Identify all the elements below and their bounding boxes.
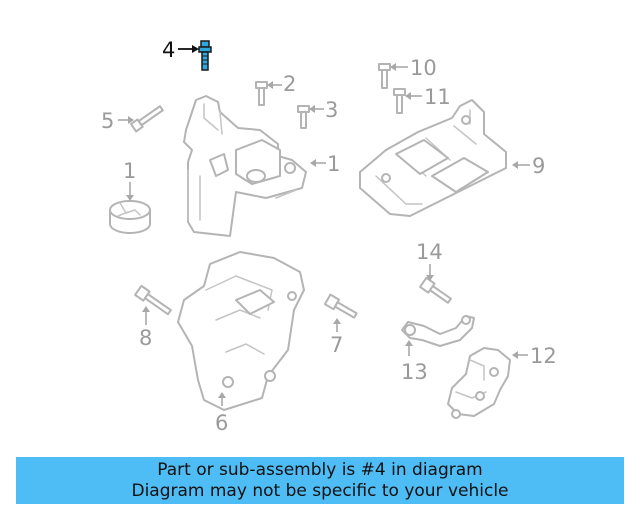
part-1-bushing[interactable] <box>109 200 151 234</box>
part-6-lower-bracket[interactable] <box>177 251 305 411</box>
callout-7-label: 7 <box>330 333 343 357</box>
callout-13: 13 <box>401 340 428 384</box>
callout-12: 12 <box>512 344 557 368</box>
callout-9: 9 <box>512 154 545 178</box>
part-3-bolt[interactable] <box>297 105 310 129</box>
callout-6-label: 6 <box>215 411 228 435</box>
info-banner: Part or sub-assembly is #4 in diagram Di… <box>16 457 624 504</box>
callout-10: 10 <box>390 56 437 80</box>
callout-1a-label: 1 <box>123 159 136 183</box>
part-5-bolt[interactable] <box>129 105 164 133</box>
callout-3-label: 3 <box>325 98 338 122</box>
callout-7: 7 <box>330 318 343 357</box>
callout-5-label: 5 <box>101 109 114 133</box>
callout-13-label: 13 <box>401 360 428 384</box>
callout-5: 5 <box>101 109 134 133</box>
callout-1b-label: 1 <box>327 152 340 176</box>
part-14-bolt[interactable] <box>419 276 453 305</box>
part-8-bolt[interactable] <box>134 284 172 317</box>
callout-1a: 1 <box>123 159 136 201</box>
callout-4: 4 <box>162 38 199 62</box>
part-10-bolt[interactable] <box>378 63 391 89</box>
callout-11-label: 11 <box>424 85 451 109</box>
callout-8: 8 <box>139 306 152 350</box>
part-9-bracket[interactable] <box>359 99 507 217</box>
callout-12-label: 12 <box>530 344 557 368</box>
part-1-engine-mount[interactable] <box>183 95 307 237</box>
parts-diagram: 4 2 3 5 1 <box>101 38 557 435</box>
callout-11: 11 <box>405 85 451 109</box>
callout-2: 2 <box>267 72 296 96</box>
callout-10-label: 10 <box>410 56 437 80</box>
banner-line-2: Diagram may not be specific to your vehi… <box>131 480 509 501</box>
banner-line-1: Part or sub-assembly is #4 in diagram <box>157 459 483 480</box>
callout-8-label: 8 <box>139 326 152 350</box>
callout-4-label: 4 <box>162 38 175 62</box>
part-4-bolt-highlighted[interactable] <box>198 40 212 71</box>
callout-6: 6 <box>215 392 228 435</box>
part-7-bolt[interactable] <box>323 293 358 321</box>
callout-1b: 1 <box>310 152 340 176</box>
callout-2-label: 2 <box>283 72 296 96</box>
callout-9-label: 9 <box>532 154 545 178</box>
callout-3: 3 <box>309 98 338 122</box>
part-11-bolt[interactable] <box>393 88 406 114</box>
part-2-bolt[interactable] <box>255 81 268 106</box>
callout-14-label: 14 <box>416 240 443 264</box>
part-13-link[interactable] <box>401 315 475 347</box>
part-12-bracket[interactable] <box>447 347 511 419</box>
callout-14: 14 <box>416 240 443 281</box>
